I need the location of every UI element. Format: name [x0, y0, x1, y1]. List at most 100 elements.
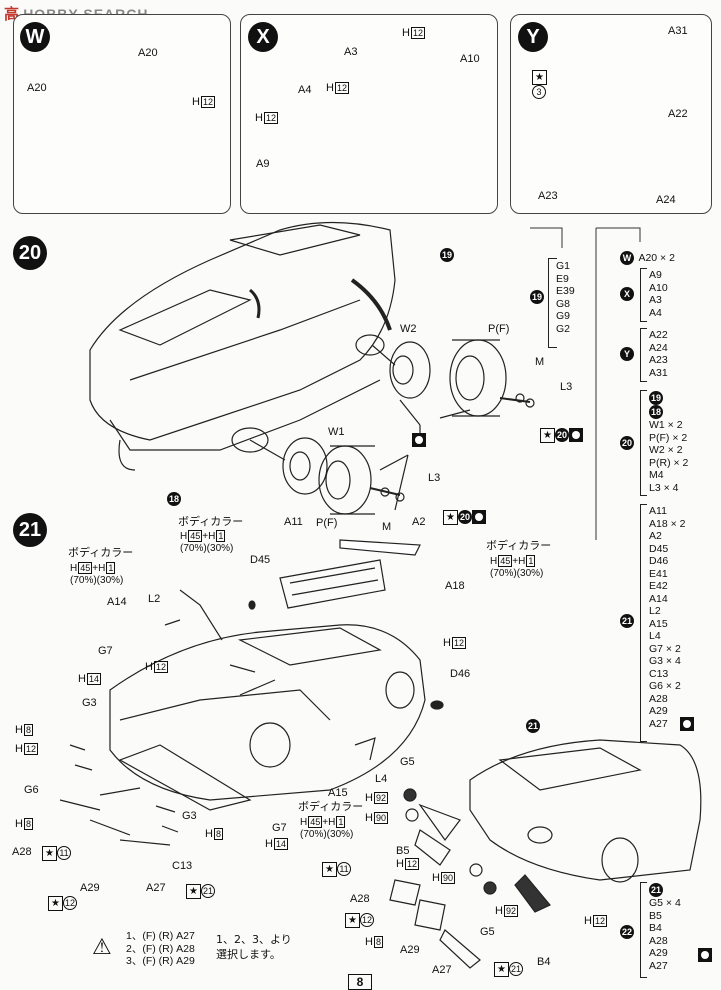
plus-sign: + — [92, 563, 99, 574]
part-item: G9 — [556, 310, 571, 322]
part-item: A28 — [649, 692, 668, 705]
part-item: A2 — [649, 530, 662, 542]
paint-code: 8 — [373, 936, 383, 948]
paint-code: 12 — [451, 637, 466, 649]
star-icon: ★ — [540, 428, 555, 443]
glue-icon-21 — [680, 716, 694, 731]
ref-circle: 19 — [440, 248, 454, 262]
part-item: A15 — [649, 617, 668, 630]
ref-12-rear: ★12 — [345, 913, 374, 928]
star-icon: ★ — [532, 70, 547, 85]
star-icon: ★ — [48, 896, 63, 911]
label-g3-right: G3 — [182, 810, 197, 822]
note-select-line: 選択します。 — [216, 948, 281, 961]
part-item: A27 — [649, 717, 668, 730]
bracket-21 — [640, 504, 647, 742]
subassembly-19-parts: G1 E9 E39 G8 G9 G2 — [556, 260, 575, 335]
ref-19-car: 19 — [440, 248, 454, 262]
bracket-20 — [640, 390, 647, 496]
plus-sign: + — [322, 817, 329, 828]
ref-21-left: ★21 — [186, 884, 215, 899]
paint-code: 92 — [503, 905, 518, 917]
label-g5-top: G5 — [400, 756, 415, 768]
parts-list-x: A9 A10 A3 A4 — [649, 269, 668, 319]
part-item: M4 — [649, 469, 664, 481]
glue-icon — [472, 510, 486, 525]
label-a4: A4 — [298, 84, 312, 96]
part-item: A4 — [649, 306, 662, 319]
ref-circle: 19 — [530, 290, 544, 304]
label-a10: A10 — [460, 53, 480, 65]
label-pf-front: P(F) — [316, 517, 338, 529]
part-item: W2 × 2 — [649, 444, 683, 456]
label-l3-rear: L3 — [560, 381, 573, 393]
ring-number: 21 — [509, 962, 523, 976]
label-a18: A18 — [445, 580, 465, 592]
part-item: E9 — [556, 272, 569, 285]
ring-number: 12 — [360, 913, 374, 927]
paint-code: 45 — [498, 555, 513, 567]
paint-code: 14 — [273, 838, 288, 850]
paint-code: 90 — [440, 872, 455, 884]
label-g7-top: G7 — [98, 645, 113, 657]
ref-11-rear: ★11 — [322, 862, 351, 877]
part-item: A3 — [649, 294, 662, 306]
step-circle-x: X — [620, 287, 634, 301]
part-item: B4 — [649, 922, 662, 934]
label-a31: A31 — [668, 25, 688, 37]
paint-code: 8 — [213, 828, 223, 840]
ref-circle: 21 — [649, 883, 663, 897]
label-g5-bottom: G5 — [480, 926, 495, 938]
ring-number: 12 — [63, 896, 77, 910]
part-item: A24 — [649, 341, 668, 354]
label-g3-left: G3 — [82, 697, 97, 709]
part-item: A14 — [649, 592, 668, 605]
part-item: B5 — [649, 909, 662, 922]
label-a29-rear: A29 — [400, 944, 420, 956]
part-item: E42 — [649, 580, 668, 592]
note-select: 1、2、3、より 選択します。 — [216, 932, 292, 962]
label-d45: D45 — [250, 554, 271, 566]
ref-circle: 18 — [649, 405, 663, 419]
label-b4: B4 — [537, 956, 551, 968]
note-line: 1、(F) (R) A27 — [126, 930, 195, 942]
panel-x — [240, 14, 498, 214]
subassembly-19-ref: 19 — [530, 290, 544, 304]
part-item: D46 — [649, 555, 669, 567]
ref-18-car: 18 — [167, 492, 181, 506]
label-m-front: M — [382, 521, 392, 533]
part-item: G3 × 4 — [649, 655, 681, 667]
step21-drawing — [59, 539, 702, 969]
ref-12-left: ★12 — [48, 896, 77, 911]
label-a24: A24 — [656, 194, 676, 206]
label-a15: A15 — [328, 787, 348, 799]
body-color-center: ボディカラー — [178, 515, 244, 528]
body-color-right: ボディカラー — [486, 539, 552, 552]
label-c13: C13 — [172, 860, 193, 872]
step20-badge: 20 — [13, 236, 47, 270]
ref-circle: 21 — [526, 719, 540, 733]
part-item: G6 × 2 — [649, 680, 681, 692]
part-item: C13 — [649, 667, 669, 680]
label-a27-rear: A27 — [432, 964, 452, 976]
label-l4: L4 — [375, 773, 388, 785]
paint-code: 12 — [592, 915, 607, 927]
part-item: A28 — [649, 934, 668, 947]
ref-circle: 19 — [649, 391, 663, 405]
paint-code: 1 — [216, 530, 226, 542]
label-a9: A9 — [256, 158, 270, 170]
parts-list-20: 19 18 W1 × 2 P(F) × 2 W2 × 2 P(R) × 2 M4… — [649, 391, 688, 494]
part-item: A10 — [649, 281, 668, 294]
